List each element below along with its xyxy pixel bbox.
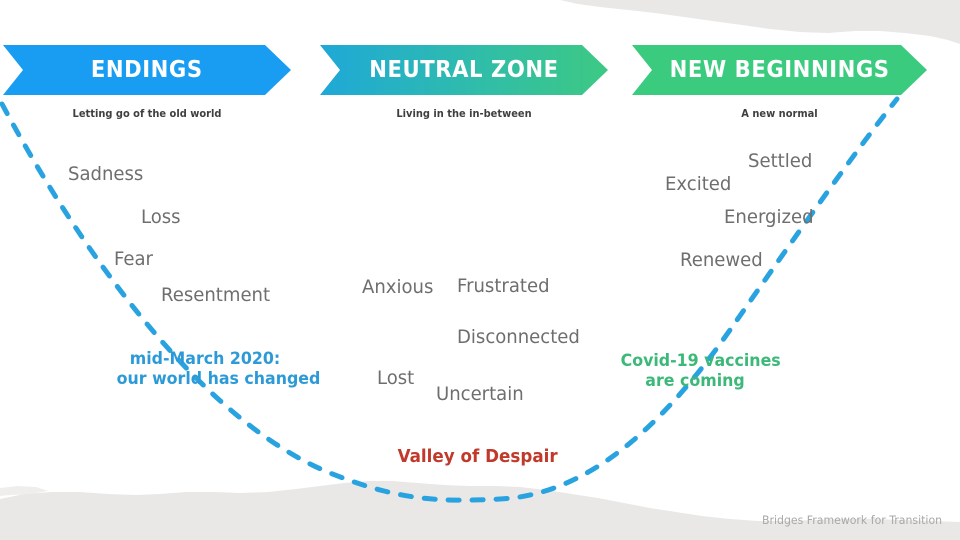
word-excited: Excited	[665, 173, 732, 195]
banner-new-beginnings: NEW BEGINNINGS	[632, 45, 927, 95]
annotation-valley-line-1: Valley of Despair	[397, 446, 558, 467]
word-fear: Fear	[114, 248, 153, 270]
banner-neutral-zone: NEUTRAL ZONE	[320, 45, 608, 95]
word-energized: Energized	[724, 206, 814, 228]
annotation-valley-of-despair: Valley of Despair	[397, 446, 558, 468]
word-lost: Lost	[377, 367, 415, 389]
annotation-covid-line-1: Covid-19 vaccines	[620, 351, 781, 371]
word-disconnected: Disconnected	[457, 326, 580, 348]
banner-endings: ENDINGS	[3, 45, 291, 95]
torn-edge-bottom-left-accent	[0, 486, 48, 496]
word-anxious: Anxious	[362, 276, 434, 298]
annotation-mid-march-2020: mid-March 2020: our world has changed	[116, 349, 321, 389]
banner-label-endings: ENDINGS	[91, 56, 203, 83]
banner-label-neutral-zone: NEUTRAL ZONE	[369, 56, 559, 83]
subtitle-neutral-zone: Living in the in-between	[396, 108, 532, 120]
word-uncertain: Uncertain	[436, 383, 524, 405]
word-settled: Settled	[748, 150, 813, 172]
word-frustrated: Frustrated	[457, 275, 550, 297]
word-resentment: Resentment	[161, 284, 271, 306]
word-loss: Loss	[141, 206, 181, 228]
annotation-covid-line-2: are coming	[645, 370, 745, 391]
torn-edge-top	[560, 0, 960, 44]
word-sadness: Sadness	[68, 163, 144, 185]
credit-label: Bridges Framework for Transition	[762, 513, 943, 527]
annotation-mid-march-line-2: our world has changed	[116, 368, 321, 389]
annotation-mid-march-line-1: mid-March 2020:	[129, 349, 281, 369]
annotation-covid-vaccines: Covid-19 vaccines are coming	[620, 351, 781, 391]
banner-label-new-beginnings: NEW BEGINNINGS	[669, 56, 890, 83]
word-renewed: Renewed	[680, 249, 763, 271]
torn-edge-bottom	[0, 481, 960, 540]
subtitle-new-beginnings: A new normal	[741, 108, 818, 120]
subtitle-endings: Letting go of the old world	[72, 108, 222, 120]
